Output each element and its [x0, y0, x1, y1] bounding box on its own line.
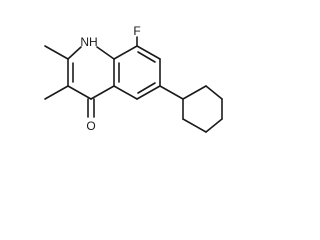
bond-cy2-cy3 [205, 85, 223, 100]
atom-label-o: O [86, 119, 95, 133]
structure-diagram: NH F O [44, 24, 223, 133]
bond-cy1-cy2 [182, 85, 207, 100]
bond-c6-cy1 [159, 85, 184, 100]
bond-lines [44, 36, 223, 133]
bond-c8a-c8 [113, 45, 138, 60]
atom-labels: NH F O [80, 24, 140, 133]
bond-c6-c5-inner [137, 82, 156, 94]
bond-c4-c4a [90, 85, 115, 100]
bond-c5-c4a [113, 85, 138, 100]
bond-c2-methyl [44, 45, 69, 60]
bond-c8-c7-inner [137, 51, 156, 63]
atom-label-f: F [133, 24, 140, 38]
bond-c8-c7 [136, 45, 161, 60]
bond-cy4-cy5 [205, 118, 223, 133]
bond-c3-methyl [44, 85, 69, 100]
atom-label-nh: NH [80, 35, 97, 49]
bond-c3-c4 [67, 85, 92, 100]
bond-c6-c5 [136, 85, 161, 100]
bond-n-c2 [67, 46, 82, 60]
bond-cy5-cy6 [182, 118, 207, 133]
bond-n-c8a [96, 46, 115, 60]
